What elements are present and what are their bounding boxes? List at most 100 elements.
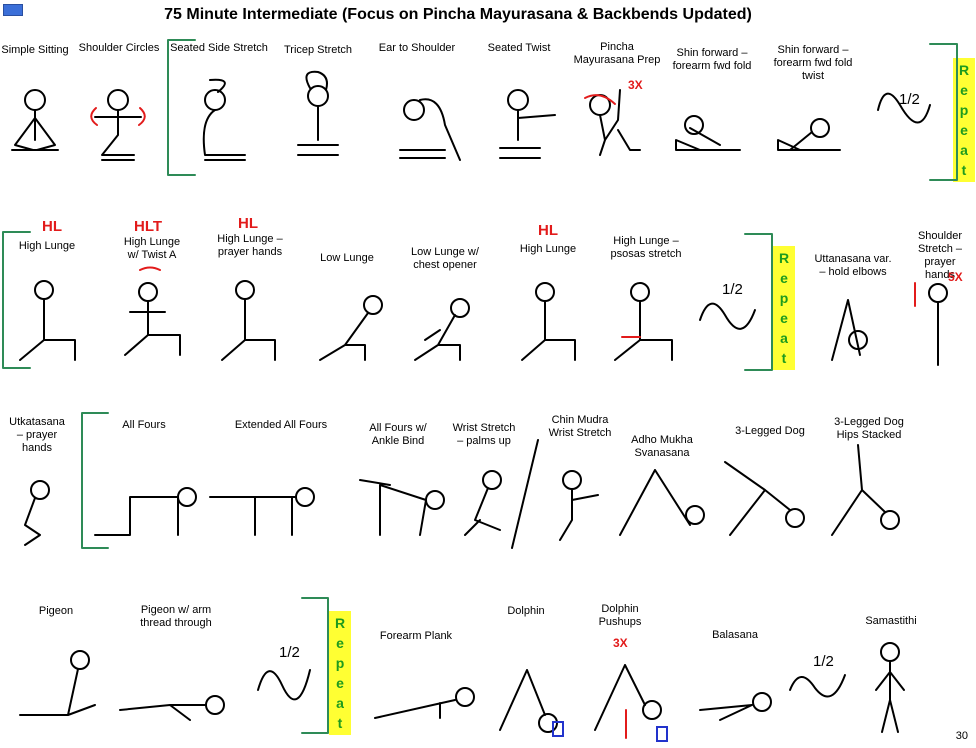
figure-low-lunge [319,295,383,361]
half-wave [699,302,756,330]
figure-utkatasana [24,480,50,546]
figure-shoulder-stretch [914,282,948,366]
pose-label-psoas: High Lunge – psosas stretch [610,235,682,260]
half-wave [877,92,931,124]
pose-label-extended-all-fours: Extended All Fours [234,419,328,431]
figure-shin-forward-twist [777,118,841,151]
figure-simple-sitting [11,89,59,151]
figure-pincha-prep [584,89,641,156]
pose-label-dolphin-pushups: Dolphin Pushups [598,603,642,628]
figure-pigeon [19,650,96,716]
blue-marker [3,4,23,16]
repeat-letter: e [336,635,344,651]
figure-ear-to-shoulder [399,98,461,161]
block-icon [656,726,668,742]
repeat-letter: p [959,102,969,118]
page-title: 75 Minute Intermediate (Focus on Pincha … [164,6,752,23]
repeat-count-note: 3X [613,636,628,650]
figure-shin-forward [675,115,741,151]
hl-tag: HL [42,218,62,235]
figure-high-lunge-prayer [221,280,276,361]
pose-label-ear-to-shoulder: Ear to Shoulder [378,42,456,54]
figure-balasana [699,692,772,721]
sequence-bracket [929,43,958,181]
figure-tricep-stretch [297,70,339,156]
pose-label-low-lunge-chest: Low Lunge w/ chest opener [411,246,479,271]
figure-three-legged-hips [831,444,900,536]
figure-all-fours [94,487,197,536]
repeat-letter: R [778,250,790,266]
figure-seated-side-stretch [202,78,246,161]
repeat-count-note: 3X [628,78,643,92]
half-wave [789,674,846,698]
figure-wrist-stretch [464,470,502,536]
figure-psoas-stretch [614,282,673,361]
sequence-bracket [81,412,109,549]
pose-label-three-legged-hips: 3-Legged Dog Hips Stacked [834,416,904,441]
sequence-bracket [744,233,773,371]
figure-ankle-bind [359,479,445,536]
figure-high-lunge-twist [124,266,181,356]
pose-label-high-lunge-2: High Lunge [519,243,577,255]
repeat-letter: e [960,122,968,138]
pose-label-pigeon-thread: Pigeon w/ arm thread through [140,604,212,629]
repeat-letter: p [779,290,789,306]
figure-adho-mukha [619,469,705,536]
pose-label-high-lunge-twist: High Lunge w/ Twist A [123,236,181,261]
pose-label-utkatasana: Utkatasana – prayer hands [9,416,65,454]
repeat-letter: a [336,695,344,711]
figure-low-lunge-chest [414,298,470,361]
pose-label-dolphin: Dolphin [507,605,545,617]
figure-high-lunge [19,280,76,361]
pose-label-three-legged-dog: 3-Legged Dog [735,425,805,437]
repeat-letter: R [334,615,346,631]
repeat-letter: p [335,655,345,671]
pose-label-seated-side-stretch: Seated Side Stretch [170,42,268,54]
sequence-bracket [2,231,31,369]
figure-shoulder-circles [90,89,146,161]
figure-dolphin [499,669,558,733]
repeat-letter: e [780,310,788,326]
repeat-letter: a [780,330,788,346]
pose-label-shoulder-circles: Shoulder Circles [78,42,160,54]
figure-three-legged-dog [724,461,805,536]
repeat-count-note: 5X [948,270,963,284]
page-number: 30 [955,730,968,742]
half-wave [257,669,311,701]
figure-high-lunge-2 [521,282,576,361]
pose-label-shoulder-stretch: Shoulder Stretch – prayer hands [917,230,963,281]
pose-label-seated-twist: Seated Twist [487,42,551,54]
pose-label-adho-mukha: Adho Mukha Svanasana [631,434,693,459]
hlt-tag: HLT [134,218,163,235]
repeat-letter: t [961,162,967,178]
pose-label-wrist-stretch: Wrist Stretch – palms up [452,422,516,447]
pose-label-tricep-stretch: Tricep Stretch [283,44,353,56]
half-label: 1/2 [279,644,300,661]
figure-samastithi [875,642,905,733]
repeat-letter: e [780,270,788,286]
repeat-letter: t [337,715,343,731]
pose-label-uttanasana: Uttanasana var. – hold elbows [814,253,892,278]
repeat-letter: e [960,82,968,98]
repeat-letter: R [958,62,970,78]
pose-label-balasana: Balasana [712,629,758,641]
half-label: 1/2 [722,281,743,298]
hl-tag: HL [238,215,258,232]
pose-label-samastithi: Samastithi [865,615,917,627]
pose-label-shin-forward-twist: Shin forward – forearm fwd fold twist [773,44,853,82]
pose-label-high-lunge-prayer: High Lunge – prayer hands [217,233,283,258]
sequence-bracket [301,597,329,734]
half-label: 1/2 [813,653,834,670]
hl-tag: HL [538,222,558,239]
figure-uttanasana [831,299,868,361]
pose-label-chin-mudra: Chin Mudra Wrist Stretch [548,414,612,439]
figure-dolphin-pushups [594,664,662,739]
figure-extended-all-fours [209,487,315,536]
pose-label-high-lunge: High Lunge [18,240,76,252]
figure-seated-twist [499,89,556,159]
block-icon [552,721,564,737]
